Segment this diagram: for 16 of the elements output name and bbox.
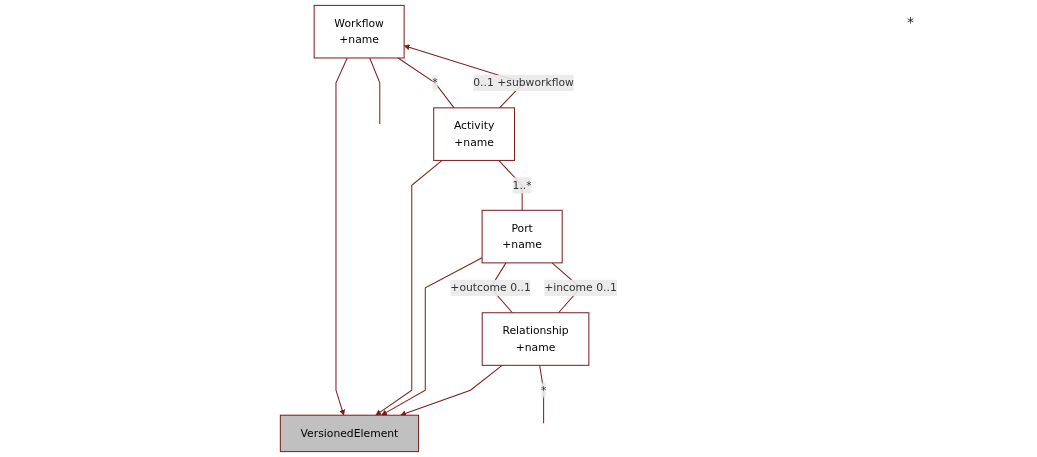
arrow — [375, 159, 443, 416]
arrow — [381, 257, 483, 416]
arrow — [400, 364, 503, 417]
node-box: VersionedElement — [279, 414, 419, 453]
edge-label: 1..* — [512, 178, 532, 192]
node-box: Activity +name — [433, 107, 515, 161]
edge-label: +outcome 0..1 — [450, 281, 531, 294]
edge-label: 0..1 +subworkflow — [473, 76, 574, 89]
edge-label: * — [432, 76, 438, 89]
edge-label: +income 0..1 — [544, 281, 617, 294]
edge-label: * — [540, 383, 547, 397]
node-box: Workflow +name — [313, 4, 405, 59]
node-box: Port +name — [481, 209, 563, 264]
arrow — [335, 57, 348, 416]
multiplicity-label: * — [907, 14, 915, 30]
node-box: Relationship +name — [481, 312, 590, 366]
